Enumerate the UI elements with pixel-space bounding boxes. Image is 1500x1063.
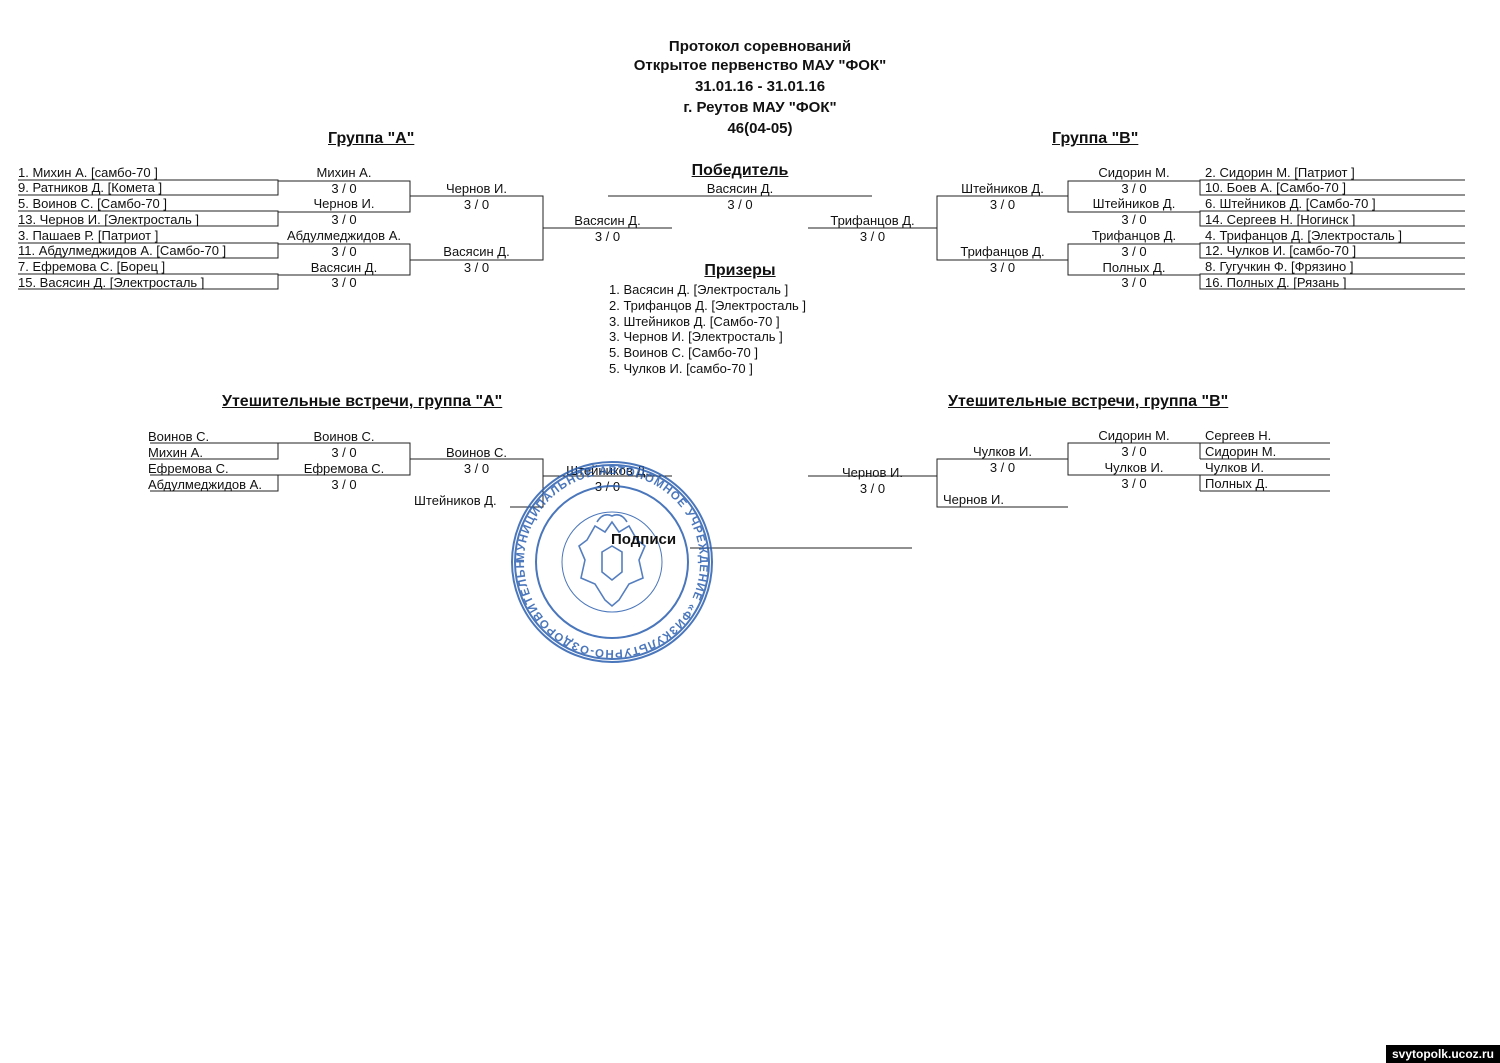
group-b-entrant: 14. Сергеев Н. [Ногинск ]	[1205, 212, 1356, 227]
group-a-entrant: 1. Михин А. [самбо-70 ]	[18, 165, 158, 180]
consolation-a-entrant: Абдулмеджидов А.	[148, 477, 262, 492]
consolation-b-entrant: Полных Д.	[1205, 476, 1268, 491]
group-b-final-winner: Трифанцов Д.	[830, 213, 915, 228]
prize-item: 3. Штейников Д. [Самбо-70 ]	[609, 314, 780, 329]
group-a-r2-winner: Чернов И.	[445, 181, 507, 196]
group-a-entrant: 3. Пашаев Р. [Патриот ]	[18, 228, 159, 243]
group-a-r1-winner: Васясин Д.	[310, 260, 378, 275]
source-watermark: svytopolk.ucoz.ru	[1385, 1045, 1500, 1063]
group-b-r1-score: 3 / 0	[1121, 181, 1147, 196]
winner-name: Васясин Д.	[706, 181, 774, 196]
competition-venue: г. Реутов МАУ "ФОК"	[683, 99, 837, 116]
group-b-entrant: 8. Гугучкин Ф. [Фрязино ]	[1205, 259, 1354, 274]
consolation-b-entrant: Сергеев Н.	[1205, 428, 1272, 443]
prize-item: 5. Воинов С. [Самбо-70 ]	[609, 345, 759, 360]
group-a-title: Группа "А"	[328, 130, 415, 147]
group-a-r1-winner: Чернов И.	[313, 196, 375, 211]
group-b-r1-winner: Полных Д.	[1102, 260, 1166, 275]
protocol-title: Протокол соревнований	[668, 38, 852, 55]
consolation-b-entrant: Чулков И.	[1205, 460, 1265, 475]
competition-name: Открытое первенство МАУ "ФОК"	[633, 57, 887, 74]
group-b-entrant: 2. Сидорин М. [Патриот ]	[1205, 165, 1355, 180]
prize-item: 1. Васясин Д. [Электросталь ]	[609, 282, 789, 297]
consolation-a-entrant: Воинов С.	[148, 429, 210, 444]
prize-item: 3. Чернов И. [Электросталь ]	[609, 329, 783, 344]
group-a-r1-score: 3 / 0	[331, 212, 357, 227]
group-a-r2-winner: Васясин Д.	[443, 244, 510, 259]
group-a-r1-score: 3 / 0	[331, 275, 357, 290]
prize-item: 5. Чулков И. [самбо-70 ]	[609, 361, 753, 376]
group-a-r1-score: 3 / 0	[331, 181, 357, 196]
group-b-r2-score: 3 / 0	[989, 260, 1016, 275]
group-a-entrant: 7. Ефремова С. [Борец ]	[18, 259, 166, 274]
consolation-b-final-winner: Чернов И.	[841, 465, 903, 480]
winner-score: 3 / 0	[727, 197, 753, 212]
group-b-r1-score: 3 / 0	[1121, 244, 1147, 259]
group-a-entrant: 9. Ратников Д. [Комета ]	[18, 180, 163, 195]
consolation-a-r1-winner: Воинов С.	[313, 429, 375, 444]
consolation-b-r2-score: 3 / 0	[989, 460, 1016, 475]
consolation-b-r1-winner: Сидорин М.	[1098, 428, 1170, 443]
group-b-entrant: 16. Полных Д. [Рязань ]	[1205, 275, 1347, 290]
signatures-label: Подписи	[611, 531, 677, 548]
group-b-r2-winner: Штейников Д.	[961, 181, 1044, 196]
group-a-entrant: 13. Чернов И. [Электросталь ]	[18, 212, 200, 227]
group-b-final-score: 3 / 0	[859, 229, 886, 244]
group-a-final-winner: Васясин Д.	[574, 213, 641, 228]
consolation-b-entrant: Сидорин М.	[1205, 444, 1277, 459]
prize-item: 2. Трифанцов Д. [Электросталь ]	[609, 298, 807, 313]
consolation-b-r1-score: 3 / 0	[1121, 444, 1147, 459]
organization-stamp: МУНИЦИПАЛЬНОЕ АВТОНОМНОЕ УЧРЕЖДЕНИЕ «ФИЗ…	[505, 460, 713, 663]
consolation-b-r2-winner: Чулков И.	[972, 444, 1032, 459]
consolation-b-opponent: Чернов И.	[943, 492, 1005, 507]
group-b-entrant: 6. Штейников Д. [Самбо-70 ]	[1205, 196, 1376, 211]
group-b-r2-winner: Трифанцов Д.	[960, 244, 1045, 259]
consolation-a-entrant: Ефремова С.	[148, 461, 229, 476]
weight-category: 46(04-05)	[727, 120, 793, 137]
consolation-a-title: Утешительные встречи, группа "А"	[222, 393, 503, 410]
group-b-title: Группа "В"	[1052, 130, 1139, 147]
consolation-b-final-score: 3 / 0	[859, 481, 886, 496]
consolation-a-r1-score: 3 / 0	[331, 445, 357, 460]
group-b-r1-winner: Штейников Д.	[1092, 196, 1176, 211]
group-a-entrant: 5. Воинов С. [Самбо-70 ]	[18, 196, 168, 211]
consolation-b-title: Утешительные встречи, группа "В"	[948, 393, 1229, 410]
winner-title: Победитель	[691, 162, 789, 179]
group-b-r2-score: 3 / 0	[989, 197, 1016, 212]
group-a-r2-score: 3 / 0	[463, 197, 490, 212]
group-b-r1-winner: Трифанцов Д.	[1091, 228, 1177, 243]
consolation-a-entrant: Михин А.	[148, 445, 203, 460]
group-a-r2-score: 3 / 0	[463, 260, 490, 275]
consolation-a-opponent: Штейников Д.	[414, 493, 497, 508]
competition-dates: 31.01.16 - 31.01.16	[694, 78, 826, 95]
consolation-a-r2-score: 3 / 0	[463, 461, 490, 476]
group-a-entrant: 11. Абдулмеджидов А. [Самбо-70 ]	[18, 243, 227, 258]
consolation-b-r1-winner: Чулков И.	[1104, 460, 1164, 475]
prizes-title: Призеры	[704, 262, 776, 279]
consolation-a-r1-winner: Ефремова С.	[303, 461, 385, 476]
group-b-r1-winner: Сидорин М.	[1098, 165, 1170, 180]
group-b-entrant: 10. Боев А. [Самбо-70 ]	[1205, 180, 1346, 195]
group-a-r1-winner: Абдулмеджидов А.	[287, 228, 401, 243]
group-b-entrant: 4. Трифанцов Д. [Электросталь ]	[1205, 228, 1403, 243]
group-a-final-score: 3 / 0	[594, 229, 621, 244]
group-b-entrant: 12. Чулков И. [самбо-70 ]	[1205, 243, 1357, 258]
consolation-a-r2-winner: Воинов С.	[445, 445, 508, 460]
consolation-b-r1-score: 3 / 0	[1121, 476, 1147, 491]
group-a-r1-winner: Михин А.	[316, 165, 372, 180]
group-a-entrant: 15. Васясин Д. [Электросталь ]	[18, 275, 205, 290]
group-b-r1-score: 3 / 0	[1121, 275, 1147, 290]
group-b-r1-score: 3 / 0	[1121, 212, 1147, 227]
eagle-emblem-icon	[578, 514, 646, 608]
consolation-a-r1-score: 3 / 0	[331, 477, 357, 492]
group-a-r1-score: 3 / 0	[331, 244, 357, 259]
